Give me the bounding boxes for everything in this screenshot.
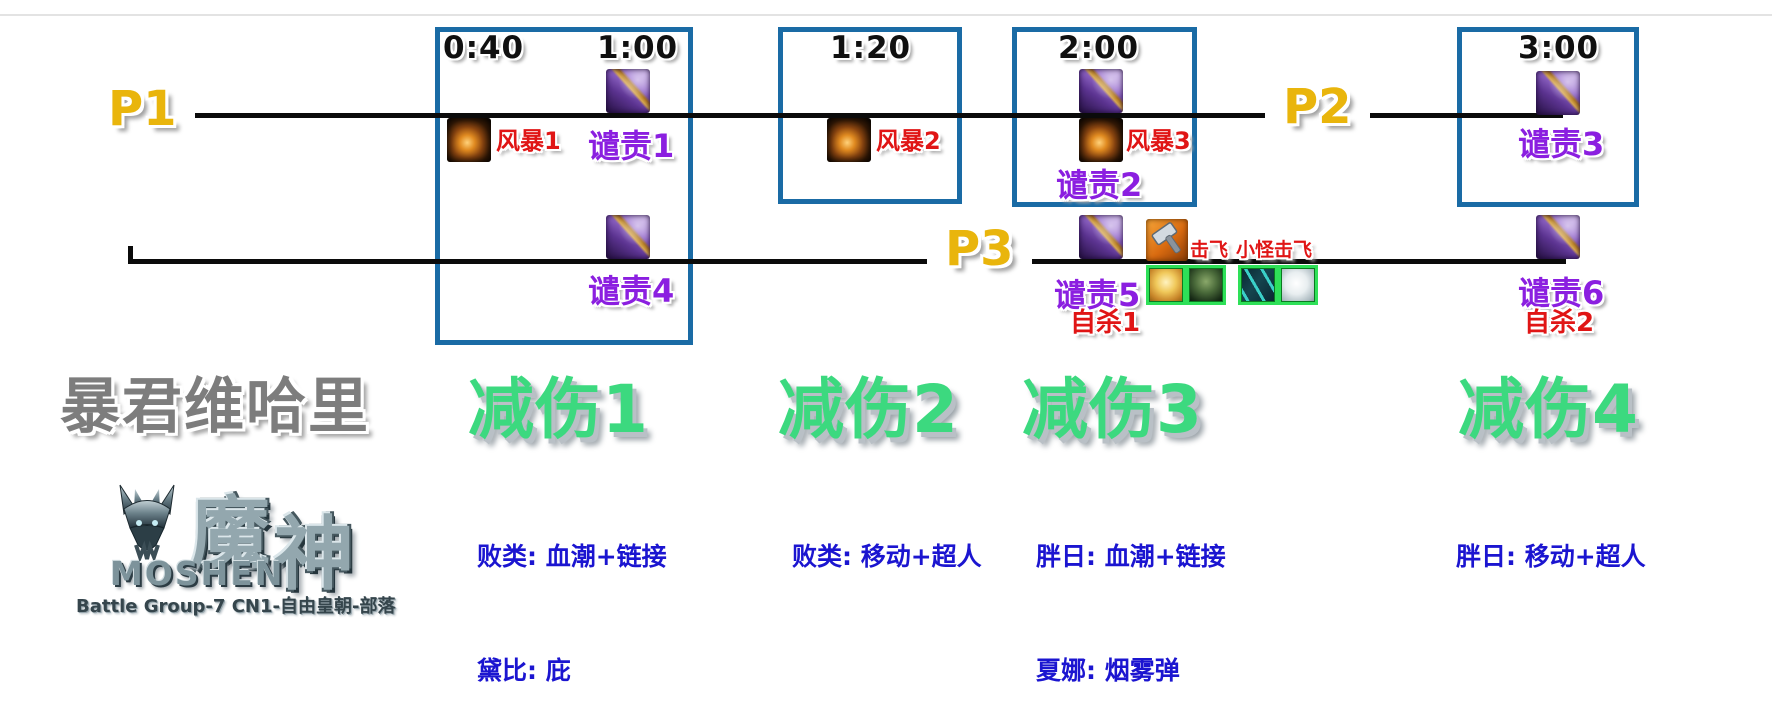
knockup-label: 击飞 xyxy=(1190,239,1229,261)
metamorphosis-icon xyxy=(1186,265,1226,305)
timestamp-0-40: 0:40 xyxy=(443,30,525,66)
timeline-row2 xyxy=(128,259,1566,264)
timeline-row2-start-tick xyxy=(128,246,133,262)
assignment-line: 败类: 血潮+链接 xyxy=(477,542,667,571)
condemn-3-label: 谴责3 xyxy=(1518,125,1605,163)
storm-1-label: 风暴1 xyxy=(496,127,561,155)
moshen-emblem-icon xyxy=(112,483,182,563)
phase-label-p3: P3 xyxy=(927,224,1032,274)
timestamp-1-20: 1:20 xyxy=(830,30,912,66)
assignment-line: 胖日: 移动+超人 xyxy=(1456,542,1646,571)
condemn-5-label: 谴责5 xyxy=(1054,276,1141,314)
time-box-040-100 xyxy=(435,27,693,345)
hammer-glyph xyxy=(1151,222,1181,254)
timestamp-2-00: 2:00 xyxy=(1058,30,1140,66)
assignment-line: 胖日: 血潮+链接 xyxy=(1036,542,1226,571)
cooldown-icon-pair-2 xyxy=(1238,265,1318,305)
timestamp-3-00: 3:00 xyxy=(1518,30,1600,66)
dash-icon xyxy=(1238,265,1278,305)
storm-3-label: 风暴3 xyxy=(1126,127,1191,155)
assignment-column-3: 胖日: 血潮+链接 夏娜: 烟雾弹 母牛: 破釜沉舟 天启: 精通 xyxy=(1036,462,1226,709)
condemn-2-label: 谴责2 xyxy=(1056,166,1143,204)
timestamp-1-00: 1:00 xyxy=(597,30,679,66)
condemn-icon-5 xyxy=(1079,215,1123,259)
condemn-1-label: 谴责1 xyxy=(588,127,675,165)
suicide-2-label: 自杀2 xyxy=(1524,308,1595,338)
add-knockup-label: 小怪击飞 xyxy=(1236,239,1313,261)
phase-label-p2: P2 xyxy=(1265,82,1370,132)
assignment-line: 夏娜: 烟雾弹 xyxy=(1036,656,1180,685)
logo-latin-name: MOSHEN xyxy=(110,554,285,593)
timeline-row1 xyxy=(183,113,1563,118)
smoke-bomb-icon xyxy=(1278,265,1318,305)
logo-char-shen: 神 xyxy=(274,508,358,601)
assignment-column-1: 败类: 血潮+链接 黛比: 庇 蒙蒙: 破釜沉舟 舔爷: 宁静 xyxy=(477,462,667,709)
mitigation-2-title: 减伤2 xyxy=(778,371,959,448)
guardian-spirit-icon xyxy=(1146,265,1186,305)
mitigation-3-title: 减伤3 xyxy=(1022,371,1203,448)
logo-subtitle: Battle Group-7 CN1-自由皇朝-部落 xyxy=(76,596,396,617)
mitigation-1-title: 减伤1 xyxy=(468,371,649,448)
condemn-icon-6 xyxy=(1536,215,1580,259)
assignment-line: 败类: 移动+超人 xyxy=(792,542,982,571)
condemn-icon-4 xyxy=(606,215,650,259)
assignment-column-2: 败类: 移动+超人 xyxy=(792,462,982,652)
storm-icon-2 xyxy=(827,118,871,162)
storm-icon-1 xyxy=(447,118,491,162)
phase-label-p1: P1 xyxy=(90,84,195,134)
logo-char-mo: 魔 xyxy=(190,488,274,581)
condemn-icon-2 xyxy=(1079,69,1123,113)
storm-2-label: 风暴2 xyxy=(876,127,941,155)
condemn-icon-1 xyxy=(606,69,650,113)
cooldown-icon-pair-1 xyxy=(1146,265,1226,305)
boss-title: 暴君维哈里 xyxy=(60,372,370,442)
page-top-border xyxy=(0,14,1772,16)
assignment-column-4: 胖日: 移动+超人 xyxy=(1456,462,1646,652)
condemn-6-label: 谴责6 xyxy=(1518,274,1605,312)
condemn-icon-3 xyxy=(1536,71,1580,115)
storm-icon-3 xyxy=(1079,118,1123,162)
assignment-line: 黛比: 庇 xyxy=(477,656,571,685)
logo-chinese-name: 魔神 xyxy=(190,470,358,601)
suicide-1-label: 自杀1 xyxy=(1070,308,1141,338)
mitigation-4-title: 减伤4 xyxy=(1458,371,1639,448)
condemn-4-label: 谴责4 xyxy=(588,272,675,310)
knockup-hammer-icon xyxy=(1146,219,1188,261)
